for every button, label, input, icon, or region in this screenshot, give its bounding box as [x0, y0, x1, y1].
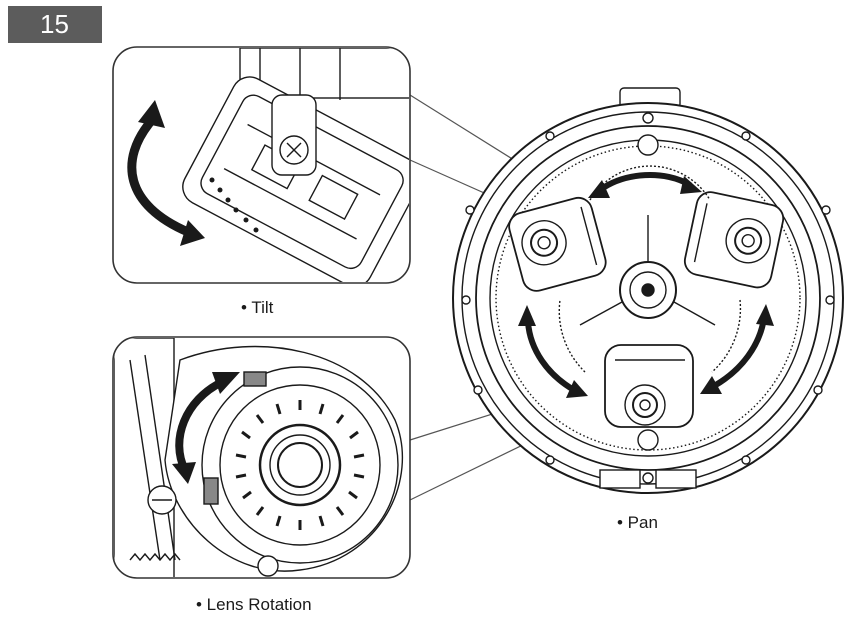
tilt-detail-panel [112, 46, 411, 284]
step-number: 15 [40, 9, 69, 39]
curved-double-arrow-icon [175, 378, 224, 472]
curved-double-arrow-icon [127, 117, 190, 237]
curved-double-arrow-icon [525, 321, 576, 393]
curved-double-arrow-icon [598, 171, 692, 193]
lens-rotation-caption: • Lens Rotation [196, 595, 312, 614]
pan-arrows [518, 171, 774, 398]
pan-caption: • Pan [617, 513, 658, 532]
lens-rotation-detail-panel [112, 336, 411, 579]
tilt-caption: • Tilt [241, 298, 274, 317]
step-number-badge: 15 [8, 6, 102, 43]
curved-double-arrow-icon [712, 317, 767, 389]
camera-top-view [452, 87, 844, 494]
